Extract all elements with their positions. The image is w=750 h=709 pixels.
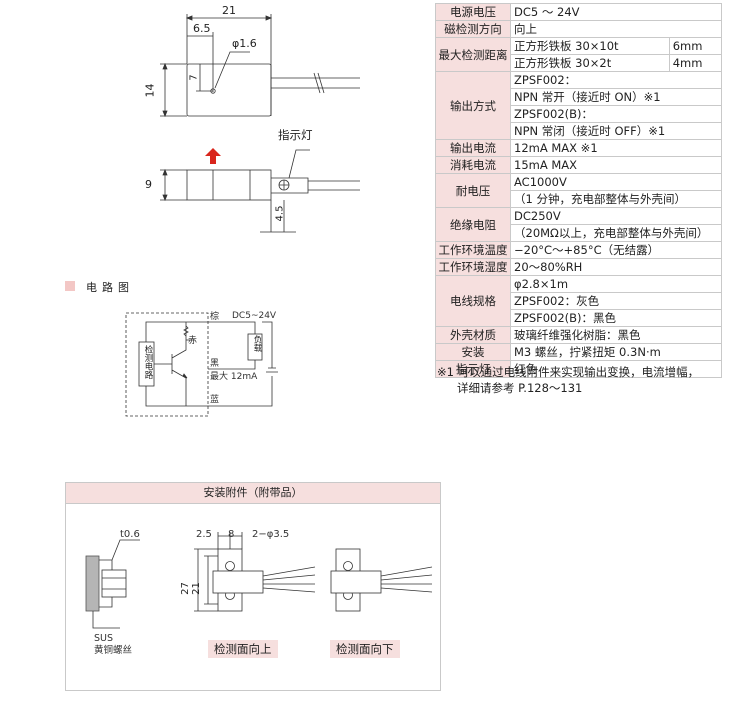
table-row: 输出电流 12mA MAX ※1 xyxy=(435,139,722,157)
detect-circuit-label: 检测电路 xyxy=(143,345,153,379)
tag-face-up: 检测面向上 xyxy=(208,640,278,658)
load-label: 负载 xyxy=(252,335,262,352)
led-label: 赤 xyxy=(188,335,197,346)
wire-brown: 棕 xyxy=(210,310,219,322)
dim-6-5: 6.5 xyxy=(193,22,211,35)
table-row: 安装 M3 螺丝，拧紧扭矩 0.3N·m xyxy=(435,343,722,361)
detection-direction-arrow xyxy=(205,148,221,164)
material-sus: SUS xyxy=(94,633,113,644)
dim-4-5: 4.5 xyxy=(274,205,286,222)
table-row: ZPSF002(B)： xyxy=(436,105,722,123)
thickness-label: t0.6 xyxy=(120,529,140,540)
sensor-dimension-drawing xyxy=(160,14,360,233)
table-row: 输出方式 ZPSF002： xyxy=(435,71,722,140)
circuit-diagram: 棕 DC5~24V 赤 黑 最大 12mA 蓝 xyxy=(125,310,278,417)
table-row: 工作环境温度 −20°C～+85°C（无结露） xyxy=(435,241,722,259)
material-brass: 黄铜螺丝 xyxy=(94,644,132,656)
wire-blue: 蓝 xyxy=(210,393,219,405)
accessory-panel: 安装附件（附带品） xyxy=(65,482,441,691)
table-row: 指示灯 红色 xyxy=(435,360,722,378)
dim-9: 9 xyxy=(145,178,152,191)
dim-21-accessory: 21 xyxy=(190,582,202,595)
footnote: ※1 可以通过电线附件来实现输出变换，电流增幅， 详细请参考 P.128～131 xyxy=(437,365,700,395)
table-row: （1 分钟，充电部整体与外壳间） xyxy=(436,190,722,208)
accessory-title: 安装附件（附带品） xyxy=(66,483,440,504)
dim-8: 8 xyxy=(228,529,234,540)
table-row: 绝缘电阻 DC250V xyxy=(435,207,722,242)
accessory-drawings: t0.6 2.5 8 2−φ3.5 SUS 黄铜螺丝 xyxy=(85,529,433,656)
max-current: 最大 12mA xyxy=(210,370,258,382)
table-row: ZPSF002：灰色 xyxy=(436,292,722,310)
holes-label: 2−φ3.5 xyxy=(252,529,289,540)
dim-14: 14 xyxy=(143,83,157,98)
circuit-section-title: 电路图 xyxy=(86,281,134,294)
table-row: 最大检测距离 正方形铁板 30×10t 6mm xyxy=(435,37,723,72)
spec-table: 电源电压 DC5 ～ 24V 磁检测方向 向上 最大检测距离 正方形铁板 30×… xyxy=(435,3,723,378)
table-row: 正方形铁板 30×2t 4mm xyxy=(436,54,723,72)
table-row: 电线规格 φ2.8×1m xyxy=(435,275,722,327)
dim-7: 7 xyxy=(188,74,200,81)
table-row: 工作环境湿度 20～80%RH xyxy=(435,258,722,276)
table-row: 磁检测方向 向上 xyxy=(435,20,722,38)
table-row: NPN 常开（接近时 ON）※1 xyxy=(436,88,722,106)
supply-label: DC5~24V xyxy=(232,311,277,321)
table-row: 外壳材质 玻璃纤维强化树脂：黑色 xyxy=(435,326,722,344)
table-row: 耐电压 AC1000V xyxy=(435,173,722,208)
table-row: ZPSF002(B)：黑色 xyxy=(436,309,722,327)
table-row: 消耗电流 15mA MAX xyxy=(435,156,722,174)
table-row: （20MΩ以上，充电部整体与外壳间） xyxy=(436,224,722,242)
indicator-label: 指示灯 xyxy=(278,128,313,142)
dim-27: 27 xyxy=(179,582,191,595)
dim-2-5: 2.5 xyxy=(196,529,212,540)
wire-black: 黑 xyxy=(210,358,219,369)
tag-face-down: 检测面向下 xyxy=(330,640,400,658)
table-row: 电源电压 DC5 ～ 24V xyxy=(435,3,722,21)
dim-21: 21 xyxy=(222,4,236,17)
dim-hole: φ1.6 xyxy=(232,37,257,50)
section-marker xyxy=(65,281,75,291)
